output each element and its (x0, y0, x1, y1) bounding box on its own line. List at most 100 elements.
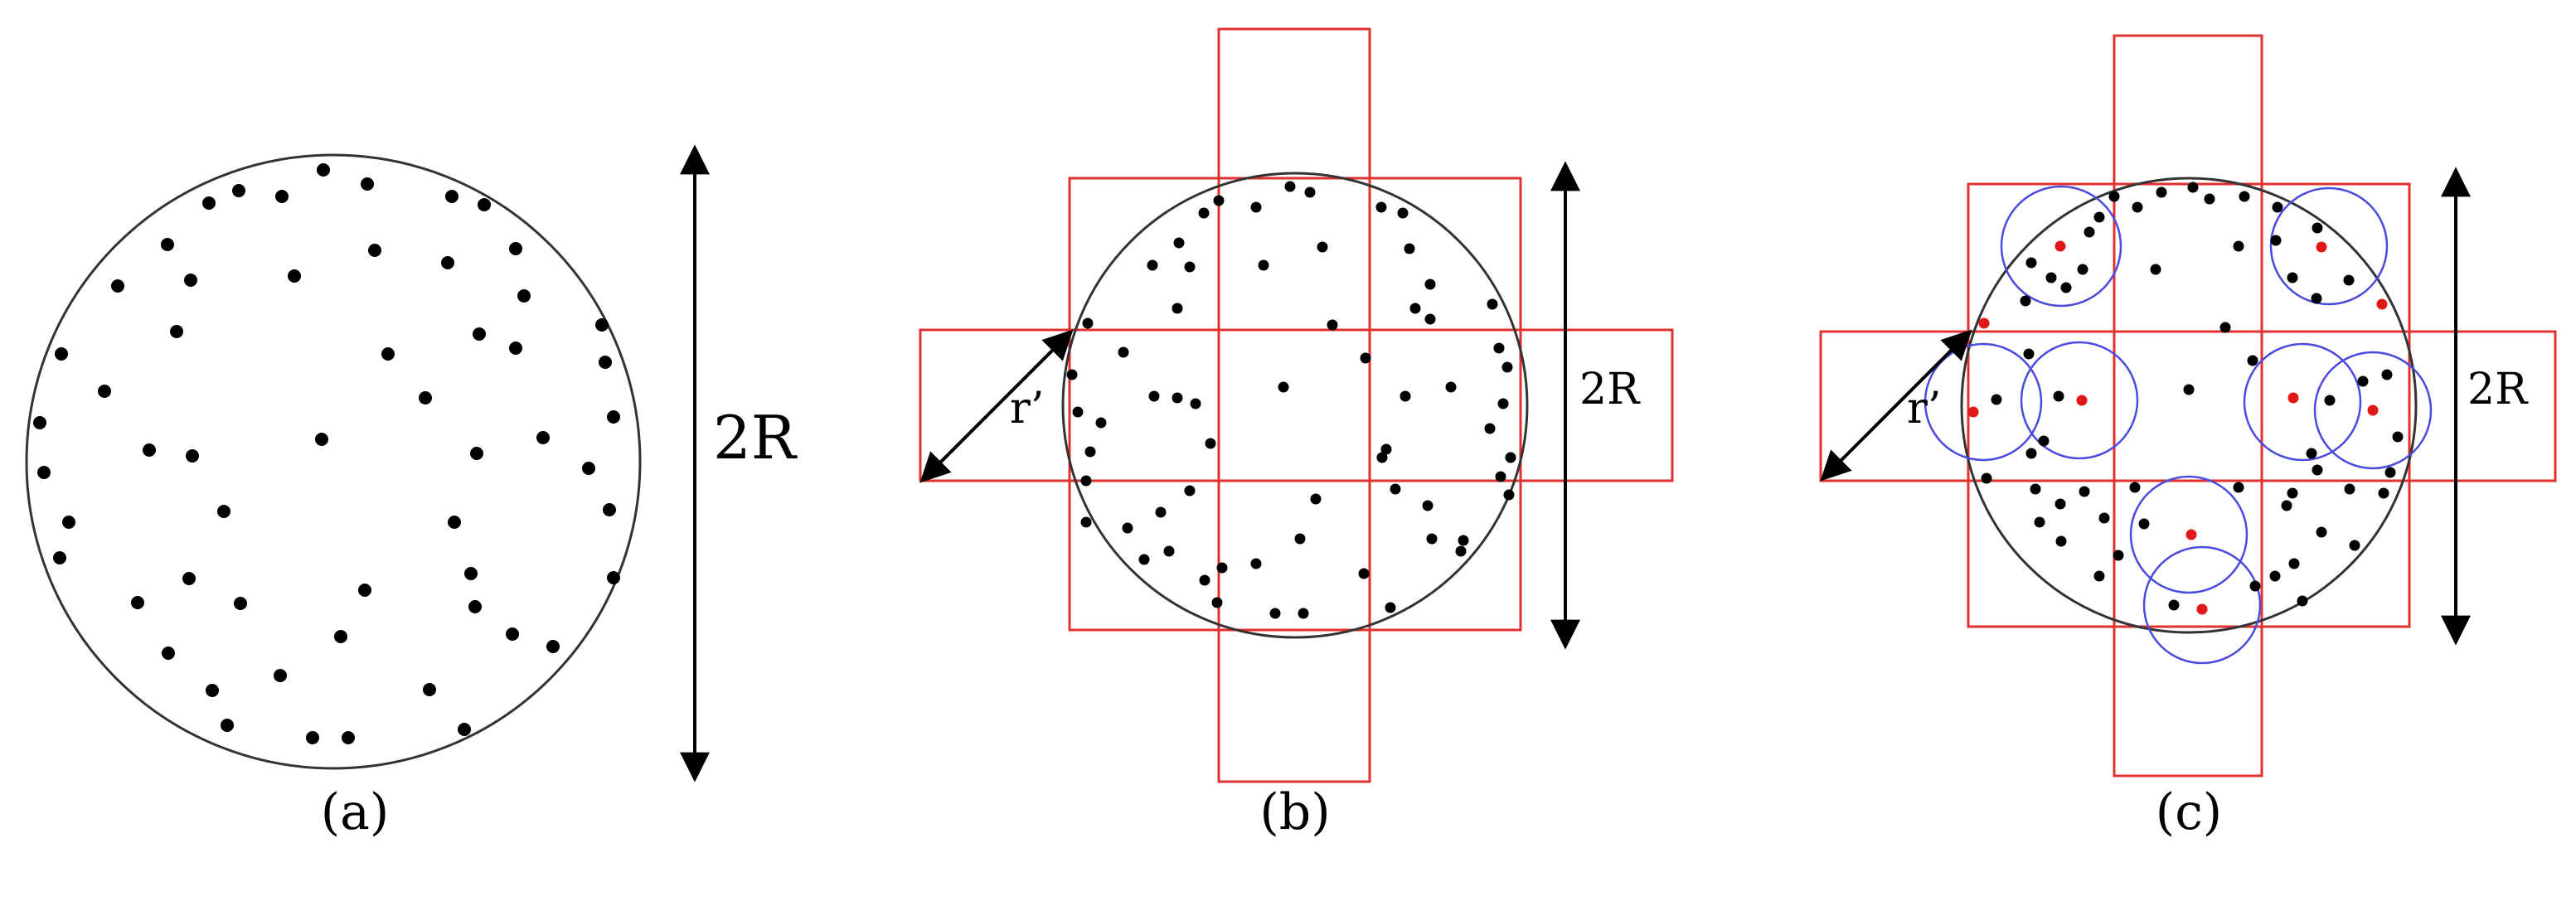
point (2150, 264, 2161, 275)
point (1172, 392, 1183, 404)
point (2312, 222, 2323, 234)
point (1400, 390, 1411, 402)
point (1095, 417, 1107, 429)
point (1080, 516, 1092, 528)
diameter-label: 2R (1579, 365, 1641, 414)
neighborhood-circle (2142, 545, 2262, 665)
point (2239, 191, 2250, 202)
panel-a: 2R (a) (25, 144, 798, 841)
panel-caption: (c) (2156, 783, 2222, 841)
point (2054, 498, 2066, 510)
point (2272, 201, 2283, 213)
point (1487, 298, 1498, 310)
point (2077, 264, 2088, 275)
point (2288, 558, 2300, 569)
radius-label: r’ (1907, 384, 1941, 434)
point (595, 318, 609, 332)
radius-label: r’ (1010, 384, 1044, 434)
point (98, 385, 111, 398)
point (448, 516, 461, 529)
point (2287, 272, 2298, 283)
panel-caption: (b) (1259, 783, 1330, 841)
point (582, 462, 595, 475)
point (2055, 535, 2067, 547)
point (2297, 595, 2308, 607)
point (419, 391, 432, 404)
point (1190, 398, 1201, 409)
point (2038, 435, 2050, 447)
point (1397, 207, 1409, 219)
point (506, 627, 519, 641)
point (1184, 485, 1196, 497)
highlighted-point (2196, 603, 2208, 615)
point (306, 731, 319, 744)
highlighted-point (2367, 404, 2379, 416)
point (1147, 259, 1158, 271)
point (1163, 545, 1175, 557)
point (2025, 257, 2037, 269)
point (464, 567, 478, 580)
point (1199, 574, 1210, 586)
point (381, 347, 395, 361)
point (607, 571, 620, 584)
point (234, 597, 247, 610)
highlighted-point (2054, 240, 2066, 252)
point (2357, 375, 2369, 387)
point (2287, 487, 2298, 499)
point (1148, 390, 1160, 402)
point (2349, 540, 2360, 551)
point (288, 269, 301, 283)
point (1390, 483, 1401, 495)
point (1172, 303, 1183, 314)
highlighted-point (2185, 529, 2197, 540)
point-set (33, 163, 620, 744)
neighborhood-circle (2129, 475, 2249, 594)
point (441, 256, 454, 269)
point (2183, 384, 2195, 395)
point (2045, 272, 2057, 283)
point-set (1967, 182, 2404, 615)
domain-circle (1960, 177, 2418, 634)
point (2233, 240, 2244, 252)
point (1385, 602, 1396, 613)
point (445, 190, 458, 203)
point (423, 683, 436, 696)
point (2204, 193, 2215, 205)
point (37, 466, 51, 479)
highlighted-point (2316, 241, 2327, 253)
point (1404, 243, 1415, 254)
point (232, 184, 245, 197)
point (1080, 475, 1092, 487)
point (1122, 522, 1133, 534)
point (1505, 452, 1516, 463)
point (186, 449, 199, 463)
point (368, 244, 381, 257)
point (55, 347, 68, 361)
point (2093, 211, 2105, 223)
point (1503, 489, 1515, 501)
point (1317, 241, 1328, 253)
point (2187, 182, 2199, 193)
point (1445, 381, 1457, 393)
point (2023, 348, 2035, 360)
point (1138, 554, 1150, 565)
point (1497, 398, 1509, 409)
point (206, 684, 219, 697)
highlighted-point (2076, 395, 2088, 406)
point (1360, 352, 1371, 364)
point (1304, 186, 1316, 198)
grid-strip-middle (1068, 177, 1522, 632)
point (509, 242, 522, 255)
point (2168, 599, 2180, 611)
highlighted-point (2376, 298, 2388, 310)
neighborhood-circles (1924, 185, 2433, 665)
point (334, 630, 347, 643)
point (2233, 482, 2244, 493)
diameter-label: 2R (713, 403, 798, 472)
point (317, 163, 330, 177)
point (217, 505, 230, 518)
point (1216, 562, 1228, 574)
panel-c: r’ 2R (c) (1819, 34, 2557, 841)
point (1211, 597, 1223, 608)
point (2343, 274, 2355, 286)
